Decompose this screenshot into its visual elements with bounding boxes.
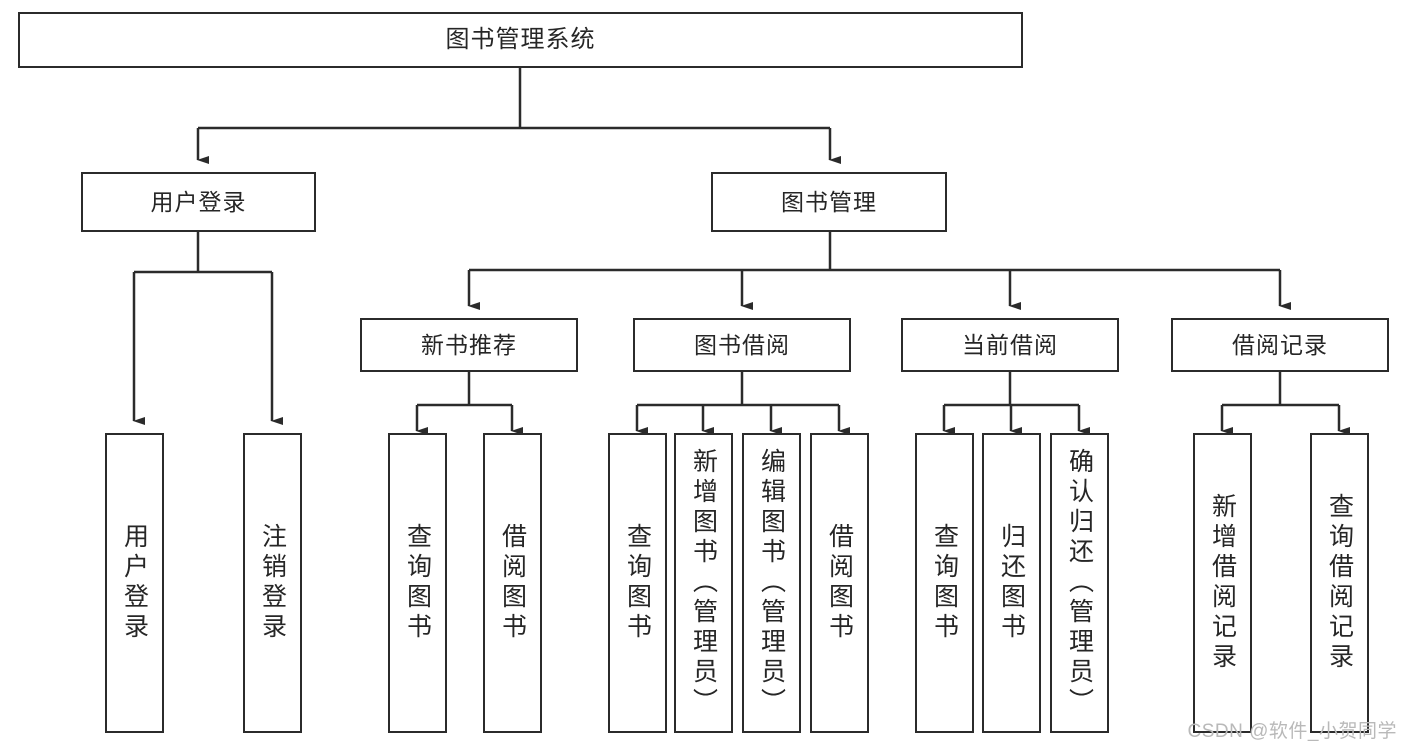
- leaf-return-book[interactable]: 归还图书: [982, 433, 1041, 733]
- node-label: 当前借阅: [962, 331, 1058, 358]
- leaf-logout-login[interactable]: 注销登录: [243, 433, 302, 733]
- node-label: 借阅图书: [498, 523, 527, 643]
- node-label: 借阅记录: [1232, 331, 1328, 358]
- node-borrow-record[interactable]: 借阅记录: [1171, 318, 1389, 372]
- node-label: 确认归还（管理员）: [1065, 448, 1094, 718]
- node-label: 新增图书（管理员）: [689, 448, 718, 718]
- node-label: 查询借阅记录: [1325, 493, 1354, 673]
- node-book-management[interactable]: 图书管理: [711, 172, 947, 232]
- node-label: 查询图书: [930, 523, 959, 643]
- node-book-borrow[interactable]: 图书借阅: [633, 318, 851, 372]
- node-label: 查询图书: [403, 523, 432, 643]
- node-label: 新增借阅记录: [1208, 493, 1237, 673]
- node-label: 图书借阅: [694, 331, 790, 358]
- node-label: 归还图书: [997, 523, 1026, 643]
- node-root-system[interactable]: 图书管理系统: [18, 12, 1023, 68]
- leaf-add-borrow-record[interactable]: 新增借阅记录: [1193, 433, 1252, 733]
- leaf-query-book-current[interactable]: 查询图书: [915, 433, 974, 733]
- leaf-confirm-return-admin[interactable]: 确认归还（管理员）: [1050, 433, 1109, 733]
- node-label: 编辑图书（管理员）: [757, 448, 786, 718]
- node-label: 查询图书: [623, 523, 652, 643]
- node-label: 图书管理: [781, 188, 877, 215]
- node-new-book-recommend[interactable]: 新书推荐: [360, 318, 578, 372]
- node-label: 图书管理系统: [445, 26, 596, 53]
- node-label: 注销登录: [258, 523, 287, 643]
- leaf-borrow-book-recommend[interactable]: 借阅图书: [483, 433, 542, 733]
- watermark-text: CSDN @软件_小贺同学: [1187, 721, 1397, 742]
- leaf-query-book-borrow[interactable]: 查询图书: [608, 433, 667, 733]
- node-label: 新书推荐: [421, 331, 517, 358]
- leaf-user-login[interactable]: 用户登录: [105, 433, 164, 733]
- node-current-borrow[interactable]: 当前借阅: [901, 318, 1119, 372]
- leaf-borrow-book[interactable]: 借阅图书: [810, 433, 869, 733]
- leaf-edit-book-admin[interactable]: 编辑图书（管理员）: [742, 433, 801, 733]
- node-label: 用户登录: [120, 523, 149, 643]
- leaf-add-book-admin[interactable]: 新增图书（管理员）: [674, 433, 733, 733]
- node-label: 借阅图书: [825, 523, 854, 643]
- leaf-query-borrow-record[interactable]: 查询借阅记录: [1310, 433, 1369, 733]
- node-user-login[interactable]: 用户登录: [81, 172, 316, 232]
- leaf-query-book-recommend[interactable]: 查询图书: [388, 433, 447, 733]
- node-label: 用户登录: [150, 188, 247, 215]
